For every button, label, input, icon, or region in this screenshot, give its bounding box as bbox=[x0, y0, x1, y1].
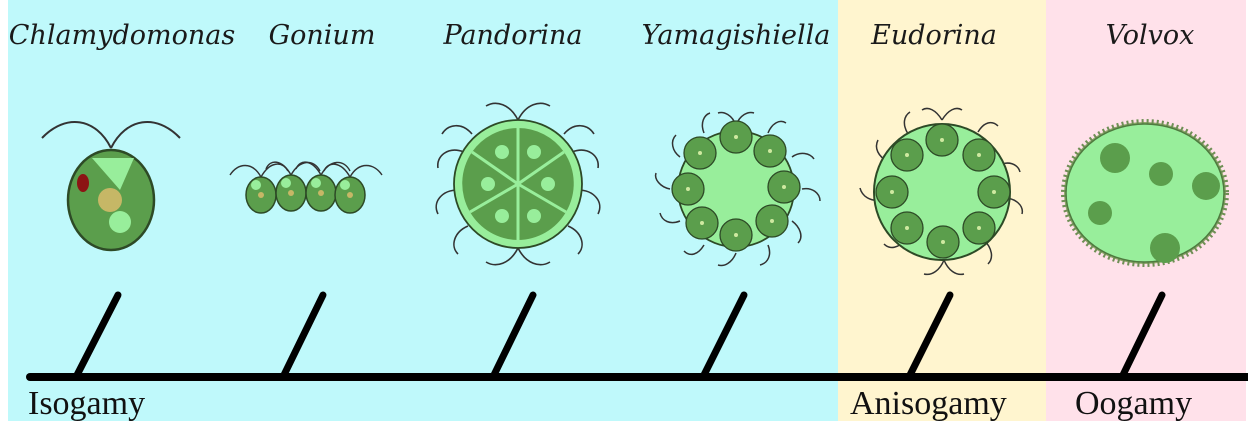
branch-volvox bbox=[1122, 295, 1162, 377]
branch-gonium bbox=[283, 295, 323, 377]
branch-chlamydomonas bbox=[76, 295, 118, 377]
mode-label-anisogamy: Anisogamy bbox=[850, 387, 1007, 421]
branch-pandorina bbox=[493, 295, 533, 377]
mode-label-isogamy: Isogamy bbox=[28, 387, 145, 421]
branch-eudorina bbox=[909, 295, 950, 377]
mode-label-oogamy: Oogamy bbox=[1075, 387, 1192, 421]
branch-yamagishiella bbox=[703, 295, 744, 377]
